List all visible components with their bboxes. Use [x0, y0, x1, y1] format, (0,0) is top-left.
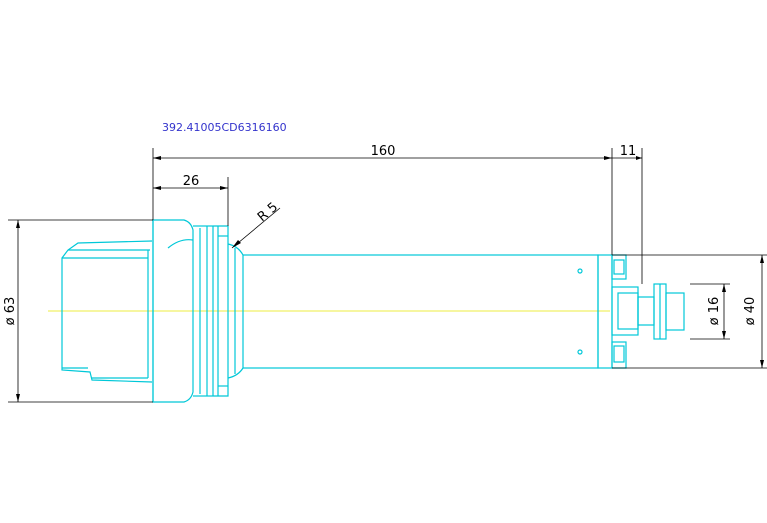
- dim-body-diameter: ø 40: [743, 297, 758, 326]
- tool-holder-outline: [61, 219, 685, 403]
- body-cylinder: [242, 254, 599, 369]
- dim-outer-diameter: ø 63: [3, 297, 18, 326]
- taper-shank: [61, 240, 153, 383]
- dim-end-offset: 11: [620, 144, 637, 159]
- part-number-label: 392.41005CD6316160: [162, 121, 287, 134]
- dim-flange-length: 26: [183, 174, 200, 189]
- dimension-lines: [8, 148, 767, 403]
- dim-bore-diameter: ø 16: [707, 297, 722, 326]
- dim-radius: R 5: [255, 200, 281, 225]
- dim-overall-length: 160: [371, 144, 396, 159]
